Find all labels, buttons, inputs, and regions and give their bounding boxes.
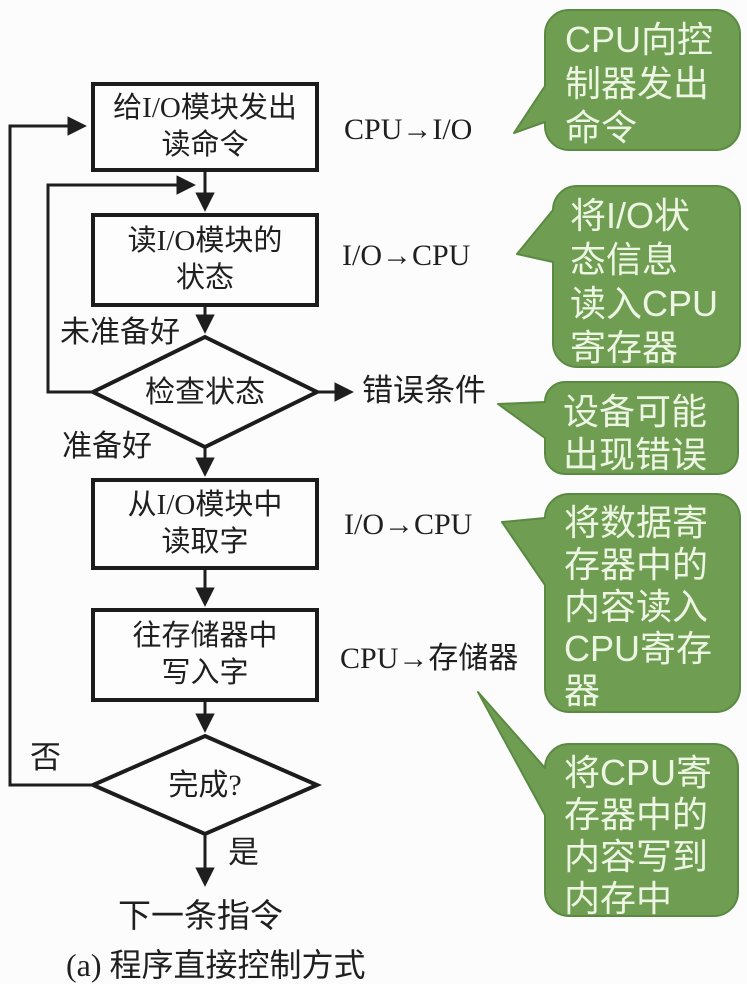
callout-text-3: 设备可能 出现错误: [563, 391, 708, 475]
callout-bubble-5: [477, 691, 739, 917]
edge-label-no: 否: [30, 740, 61, 775]
callout-bubbles: [477, 9, 741, 917]
decision-diamond-check-status: [88, 334, 322, 450]
edge-label-yes: 是: [228, 835, 259, 870]
node-label-done: 完成?: [168, 768, 242, 802]
flow-nodes: [88, 82, 322, 837]
decision-diamond-done: [88, 733, 322, 837]
transfer-label-io-to-cpu-2: I/O→CPU: [344, 508, 473, 541]
node-label-issue-read-cmd: 给I/O模块发出 读命令: [113, 92, 297, 161]
flow-edges: [8, 116, 354, 887]
figure-caption: (a) 程序直接控制方式: [66, 947, 366, 983]
node-label-check-status: 检查状态: [145, 375, 265, 409]
node-label-read-word: 从I/O模块中 读取字: [127, 489, 283, 558]
process-box-issue-read-cmd: [91, 82, 319, 172]
process-box-read-status: [91, 213, 319, 307]
edge-label-ready: 准备好: [62, 430, 152, 463]
callout-bubble-3: [497, 381, 739, 475]
edge-outer-loop-no: [8, 116, 93, 787]
callout-text-2: 将I/O状 态信息 读入CPU 寄存器: [570, 195, 719, 368]
callout-bubble-2: [516, 185, 741, 368]
transfer-label-cpu-to-io: CPU→I/O: [344, 113, 473, 146]
edge-label-error-condition: 错误条件: [362, 373, 486, 408]
terminal-next-instruction: 下一条指令: [118, 899, 283, 935]
node-label-read-status: 读I/O模块的 状态: [127, 225, 283, 294]
edge-inner-loop-not-ready: [46, 175, 196, 394]
process-box-write-word: [91, 608, 319, 702]
node-label-write-word: 往存储器中 写入字: [132, 620, 278, 689]
edge-label-not-ready: 未准备好: [60, 316, 180, 349]
callout-text-4: 将数据寄 存器中的 内容读入 CPU寄存 器: [564, 502, 713, 711]
callout-text-1: CPU向控 制器发出 命令: [565, 19, 714, 148]
transfer-label-cpu-to-mem: CPU→存储器: [340, 642, 519, 675]
callout-bubble-4: [501, 493, 741, 713]
callout-bubble-1: [513, 9, 741, 151]
process-box-read-word: [91, 478, 319, 570]
transfer-label-io-to-cpu-1: I/O→CPU: [342, 239, 471, 272]
callout-text-5: 将CPU寄 存器中的 内容写到 内存中: [564, 752, 713, 919]
